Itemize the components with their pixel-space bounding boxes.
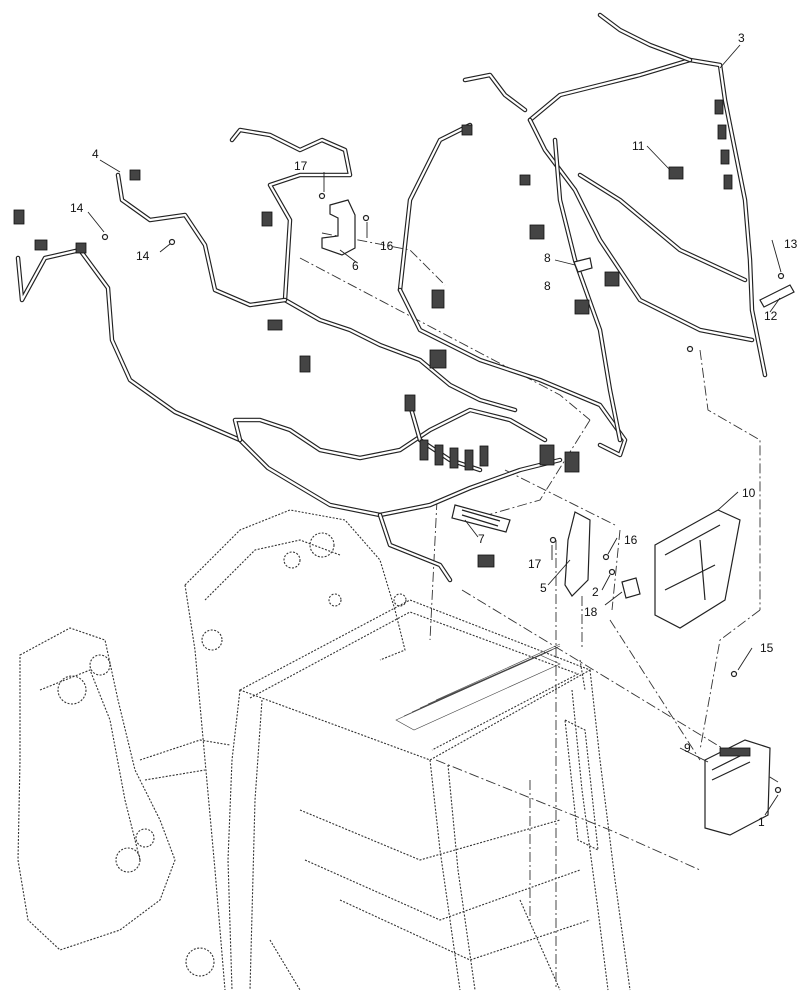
callout-17-a: 17 xyxy=(294,159,308,173)
callout-labels: 3 4 14 14 17 16 6 11 8 8 13 12 7 17 5 16… xyxy=(70,31,798,829)
callout-2: 2 xyxy=(592,585,599,599)
callout-8-a: 8 xyxy=(544,251,551,265)
callout-16-b: 16 xyxy=(624,533,638,547)
harness-connectors xyxy=(13,99,733,568)
callout-5: 5 xyxy=(540,581,547,595)
controller-item-9 xyxy=(704,739,771,836)
loader-frame xyxy=(17,509,631,991)
fasteners xyxy=(101,192,785,794)
callout-3: 3 xyxy=(738,31,745,45)
clamp-item-18 xyxy=(621,577,641,599)
callout-18: 18 xyxy=(584,605,598,619)
decal-item-7 xyxy=(451,504,511,533)
roof-grille xyxy=(395,643,561,731)
callout-16-a: 16 xyxy=(380,239,394,253)
bracket-item-5 xyxy=(564,511,591,597)
clip-item-8 xyxy=(573,257,593,273)
bracket-item-12 xyxy=(759,284,795,308)
callout-12: 12 xyxy=(764,309,778,323)
assembly-lines xyxy=(299,232,779,990)
callout-10: 10 xyxy=(742,486,756,500)
callout-11: 11 xyxy=(632,139,645,153)
callout-14-b: 14 xyxy=(136,249,150,263)
callout-1: 1 xyxy=(758,815,765,829)
roof-harness xyxy=(397,12,768,458)
callout-9: 9 xyxy=(684,741,691,755)
callout-6: 6 xyxy=(352,259,359,273)
mounting-plate-item-10 xyxy=(654,509,741,629)
callout-4: 4 xyxy=(92,147,99,161)
callout-13: 13 xyxy=(784,237,798,251)
callout-14-a: 14 xyxy=(70,201,84,215)
callout-15: 15 xyxy=(760,641,774,655)
callout-7: 7 xyxy=(478,532,485,546)
callout-8-b: 8 xyxy=(544,279,551,293)
bracket-item-6 xyxy=(321,199,356,256)
leader-lines xyxy=(87,44,782,816)
callout-17-b: 17 xyxy=(528,557,542,571)
